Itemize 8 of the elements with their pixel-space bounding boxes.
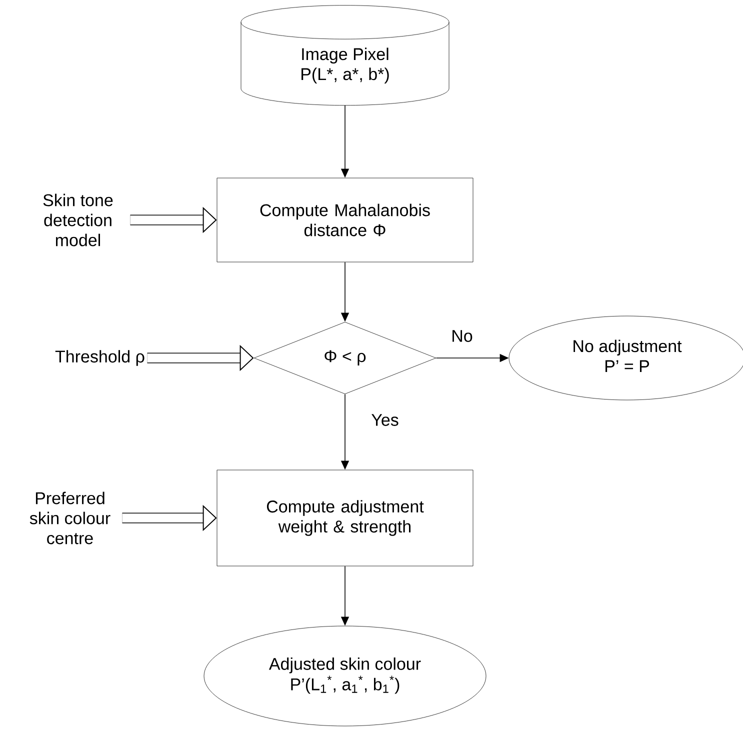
input-label: Preferred skin colour centre (30, 492, 110, 544)
input-label: Threshold ρ (55, 350, 144, 366)
edge-label: No (450, 329, 474, 343)
edge-label: Yes (370, 413, 400, 427)
process-box: Compute Mahalanobis distance Φ (216, 178, 474, 262)
database-cylinder: Image Pixel P(L*, a*, b*) (240, 5, 450, 106)
input-label: Skin tone detection model (43, 194, 113, 246)
process-box: Compute adjustment weight & strength (216, 470, 474, 566)
